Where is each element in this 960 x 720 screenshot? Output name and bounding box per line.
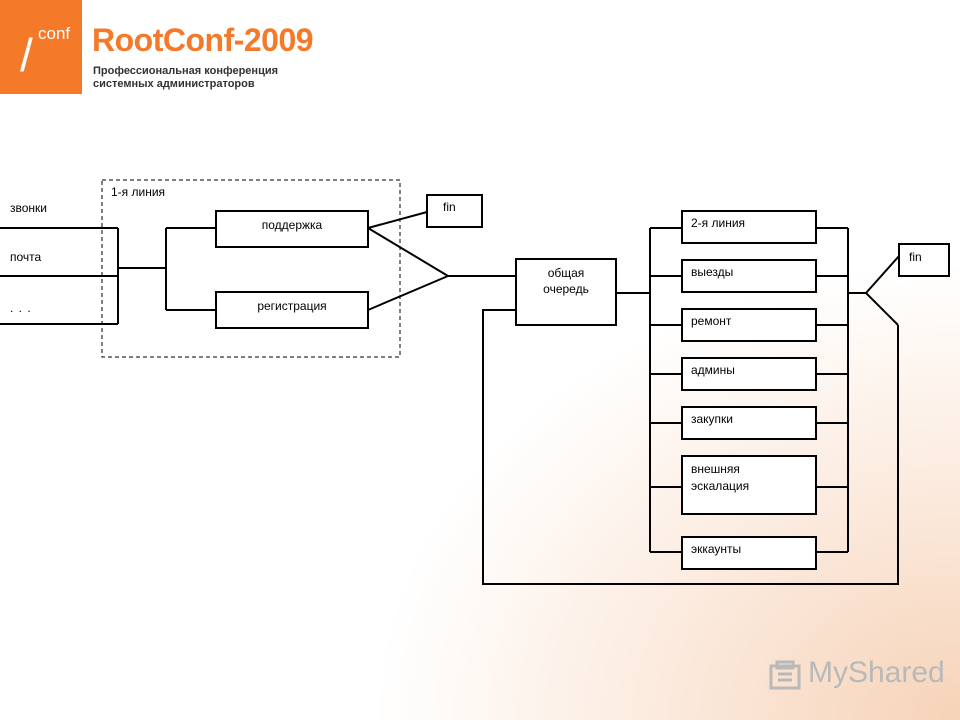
queue-label-line-2: очередь <box>543 282 589 296</box>
support-label: поддержка <box>261 218 323 232</box>
branch-label-visits: выезды <box>691 265 734 279</box>
registration-to-merge <box>367 275 449 311</box>
branch-box-1 <box>681 210 817 244</box>
watermark-text: MyShared <box>808 656 945 689</box>
logo: conf / <box>0 0 82 94</box>
logo-slash: / <box>20 29 33 81</box>
fin-right-label: fin <box>909 250 922 264</box>
queue-box <box>515 258 617 326</box>
branch-label-repair: ремонт <box>691 314 732 328</box>
branch-box-4 <box>681 357 817 391</box>
branch-box-5 <box>681 406 817 440</box>
branch-box-2 <box>681 259 817 293</box>
branch-label-admins: админы <box>691 363 735 377</box>
first-line-label: 1-я линия <box>111 185 166 199</box>
watermark: MyShared <box>768 656 945 696</box>
return-loop <box>482 309 899 585</box>
input-label-mail: почта <box>10 250 42 264</box>
first-line-region <box>101 179 401 358</box>
branch-label-accounts: эккаунты <box>691 542 742 556</box>
folder-icon <box>769 660 801 690</box>
input-label-more: . . . <box>10 301 32 315</box>
support-box <box>215 210 369 248</box>
input-label-calls: звонки <box>10 201 47 215</box>
branch-box-6 <box>681 455 817 515</box>
decision-to-return <box>865 292 899 326</box>
support-to-fin <box>367 211 428 229</box>
registration-label: регистрация <box>257 299 327 313</box>
fin-top-label: fin <box>443 200 456 214</box>
branch-label-second-line: 2-я линия <box>691 216 746 230</box>
branch-label-external-2: эскалация <box>691 479 750 493</box>
support-to-merge <box>367 227 449 277</box>
branch-box-3 <box>681 308 817 342</box>
fin-top-box <box>426 194 483 228</box>
subtitle-line-2: системных администраторов <box>93 78 255 90</box>
decision-to-fin <box>865 255 900 294</box>
branch-box-7 <box>681 536 817 570</box>
fin-right-box <box>898 243 950 277</box>
registration-box <box>215 291 369 329</box>
subtitle-line-1: Профессиональная конференция <box>93 65 279 77</box>
branch-label-external-1: внешняя <box>691 462 740 476</box>
logo-conf-text: conf <box>38 24 71 43</box>
page-title: RootConf-2009 <box>92 22 314 58</box>
branch-label-purchases: закупки <box>691 412 734 426</box>
queue-label-line-1: общая <box>547 266 585 280</box>
